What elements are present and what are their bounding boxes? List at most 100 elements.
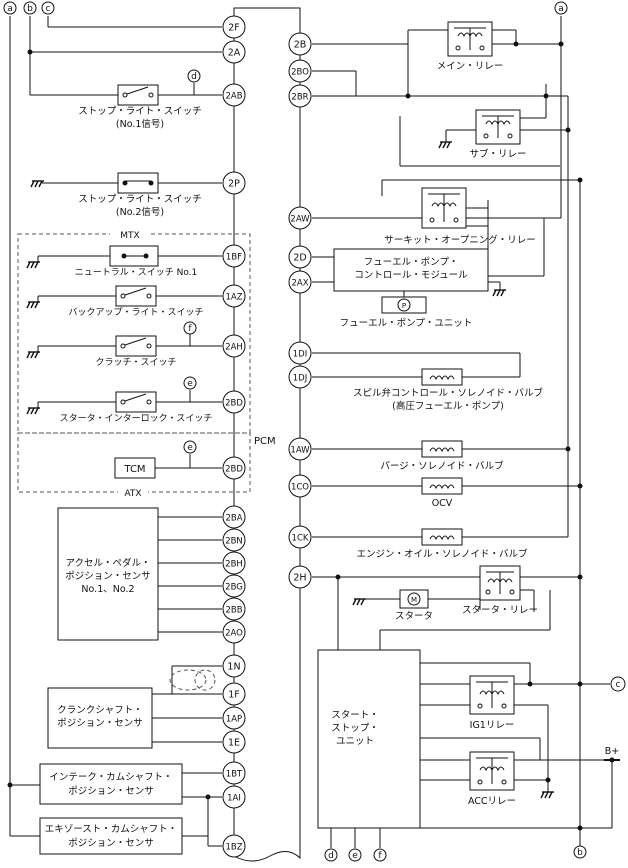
svg-text:2D: 2D xyxy=(293,253,306,264)
pcm-pin-right-1di: 1DI xyxy=(288,341,312,365)
crank-sensor-box xyxy=(47,687,153,749)
pcm-pin-left-2ba: 2BA xyxy=(222,505,246,529)
backup-light-switch xyxy=(115,285,157,307)
tcm-box xyxy=(114,457,156,479)
intake-cam-label-1: インテーク・カムシャフト・ xyxy=(49,772,172,783)
interlock-switch-label: スタータ・インターロック・スイッチ xyxy=(60,413,213,424)
stop-light-switch-2-label: ストップ・ライト・スイッチ xyxy=(78,194,202,205)
battery-label: B+ xyxy=(605,746,619,757)
main-relay-label: メイン・リレー xyxy=(437,61,504,72)
pcm-pin-left-2ah: 2AH xyxy=(222,334,246,358)
start-stop-unit-label-3: ユニット xyxy=(336,736,374,747)
svg-text:f: f xyxy=(378,851,382,861)
spill-valve-label-2: (高圧フューエル・ポンプ) xyxy=(392,400,504,412)
svg-text:2AW: 2AW xyxy=(290,215,310,225)
svg-text:b: b xyxy=(27,4,33,14)
svg-text:f: f xyxy=(188,324,192,334)
svg-text:1N: 1N xyxy=(227,662,240,673)
pcm-pin-right-1co: 1CO xyxy=(288,474,312,498)
svg-text:2AO: 2AO xyxy=(225,629,243,639)
pump-symbol: P xyxy=(402,302,406,310)
oil-valve-label: エンジン・オイル・ソレノイド・バルブ xyxy=(356,548,528,560)
svg-text:d: d xyxy=(191,72,197,82)
connector-top-b: b xyxy=(23,1,37,15)
clutch-switch-label: クラッチ・スイッチ xyxy=(95,357,176,368)
start-stop-unit-label-2: ストップ・ xyxy=(331,723,379,734)
svg-text:a: a xyxy=(558,4,564,14)
stop-light-switch-2-sublabel: (No.2信号) xyxy=(116,206,164,218)
svg-text:2AX: 2AX xyxy=(291,279,308,289)
ocv-label: OCV xyxy=(432,498,453,509)
svg-text:2BD: 2BD xyxy=(225,465,243,475)
motor-symbol: M xyxy=(411,596,417,604)
circuit-opening-relay-label: サーキット・オープニング・リレー xyxy=(384,234,535,246)
connector-b-bottom: b xyxy=(573,845,587,859)
starter-relay-label: スタータ・リレー xyxy=(462,605,538,616)
svg-text:c: c xyxy=(46,4,51,14)
svg-text:1E: 1E xyxy=(228,738,240,749)
junction-dots xyxy=(7,41,615,831)
purge-valve-label: パージ・ソレノイド・バルブ xyxy=(380,460,504,472)
circuit-opening-relay xyxy=(421,187,467,229)
tcm-label: TCM xyxy=(123,464,145,475)
starter-relay xyxy=(479,565,521,601)
svg-text:1AI: 1AI xyxy=(227,794,241,804)
fuel-pump-module-label-2: コントロール・モジュール xyxy=(354,270,468,281)
ig1-relay-label: IG1リレー xyxy=(470,720,515,731)
connector-top-a-right: a xyxy=(554,1,568,15)
connector-top-c: c xyxy=(41,1,55,15)
exhaust-cam-label-2: ポジション・センサ xyxy=(68,838,154,849)
svg-text:1F: 1F xyxy=(228,690,240,701)
svg-text:1CK: 1CK xyxy=(292,534,309,544)
sub-relay-label: サブ・リレー xyxy=(469,148,526,160)
svg-text:2AB: 2AB xyxy=(225,92,242,102)
stop-light-switch-1-label: ストップ・ライト・スイッチ xyxy=(78,106,202,117)
pcm-body xyxy=(233,7,301,862)
connector-c-right: c xyxy=(610,676,626,692)
right-wires xyxy=(312,16,613,848)
svg-text:2BD: 2BD xyxy=(225,399,243,409)
atx-label: ATX xyxy=(124,489,141,499)
svg-text:e: e xyxy=(187,443,193,453)
pcm-pin-left-1bt: 1BT xyxy=(222,761,246,785)
connector-bottom-e: e xyxy=(348,848,362,862)
neutral-switch-label: ニュートラル・スイッチ No.1 xyxy=(75,267,198,278)
svg-text:2B: 2B xyxy=(294,40,307,51)
spill-valve-solenoid xyxy=(421,368,463,386)
pcm-pin-right-2ax: 2AX xyxy=(288,270,312,294)
pcm-pin-right-2aw: 2AW xyxy=(288,206,312,230)
fuel-pump-unit-label: フューエル・ポンプ・ユニット xyxy=(340,318,473,329)
pcm-pin-right-2d: 2D xyxy=(288,245,312,269)
shield-loop-icon xyxy=(169,669,207,691)
svg-text:d: d xyxy=(328,851,334,861)
exhaust-cam-sensor-box xyxy=(39,817,183,855)
connector-bottom-f: f xyxy=(373,848,387,862)
svg-text:2BN: 2BN xyxy=(225,537,243,547)
svg-text:2BB: 2BB xyxy=(225,606,242,616)
neutral-switch xyxy=(109,245,159,267)
intake-cam-sensor-box xyxy=(39,763,183,805)
pcm-pin-right-2b: 2B xyxy=(288,32,312,56)
mtx-label: MTX xyxy=(120,231,139,241)
sub-relay xyxy=(475,109,521,145)
svg-text:2BA: 2BA xyxy=(225,514,242,524)
fuel-pump-module-box xyxy=(333,248,489,292)
svg-text:1AP: 1AP xyxy=(226,715,242,725)
svg-text:2F: 2F xyxy=(228,23,240,34)
starter-label: スタータ xyxy=(395,611,433,622)
crank-sensor-label-1: クランクシャフト・ xyxy=(57,705,143,716)
pcm-pin-right-1ck: 1CK xyxy=(288,525,312,549)
motor-icon xyxy=(407,592,421,606)
pcm-left-pins: 2F2A2AB2P1BF1AZ2AH2BD2BD2BA2BN2BH2BG2BB2… xyxy=(222,15,246,858)
svg-text:2P: 2P xyxy=(228,179,240,190)
pcm-pin-right-2br: 2BR xyxy=(288,84,312,108)
acc-relay xyxy=(469,751,515,791)
backup-switch-label: バックアップ・ライト・スイッチ xyxy=(68,307,203,318)
connector-f-upper: f xyxy=(183,321,197,335)
accel-sensor-label-3: No.1、No.2 xyxy=(81,584,134,595)
pcm-pin-left-1e: 1E xyxy=(222,730,246,754)
connector-top-a: a xyxy=(3,1,17,15)
pcm-pin-right-1aw: 1AW xyxy=(288,437,312,461)
pcm-pin-left-2bd: 2BD xyxy=(222,390,246,414)
